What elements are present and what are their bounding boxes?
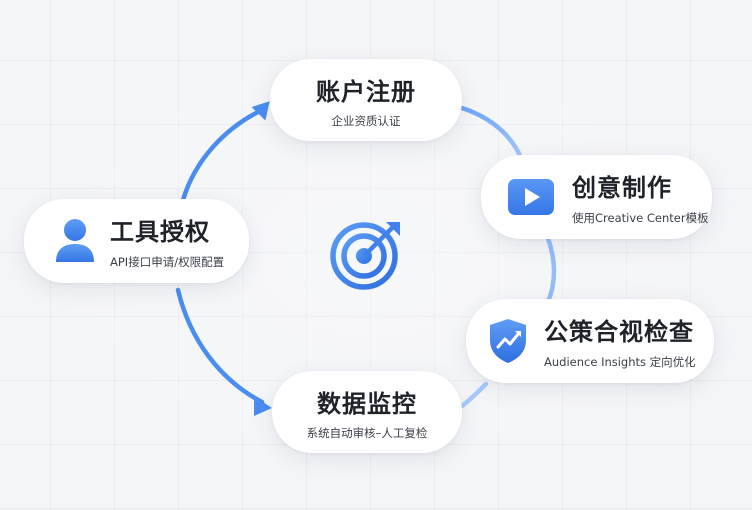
shield-trend-icon xyxy=(490,319,526,363)
play-icon xyxy=(508,179,554,215)
step-monitor-card[interactable]: 数据监控 系统自动审核–人工复检 xyxy=(272,371,462,453)
step-tools-card[interactable]: 工具授权 API接口申请/权限配置 xyxy=(24,199,249,283)
arrow-head-to-monitor xyxy=(254,396,272,416)
step-tools-subtitle: API接口申请/权限配置 xyxy=(110,255,225,269)
flow-arc-upper-right xyxy=(459,105,525,163)
step-creative-title: 创意制作 xyxy=(572,174,672,202)
user-icon xyxy=(56,219,94,262)
step-monitor-subtitle: 系统自动审核–人工复检 xyxy=(306,425,428,440)
flow-arc-upper-left xyxy=(180,107,265,203)
step-tools-title: 工具授权 xyxy=(110,218,210,246)
step-creative-subtitle: 使用Creative Center模板 xyxy=(572,211,709,225)
step-register-title: 账户注册 xyxy=(316,77,416,106)
step-creative-card[interactable]: 创意制作 使用Creative Center模板 xyxy=(481,155,712,239)
step-monitor-title: 数据监控 xyxy=(317,389,417,418)
step-register-subtitle: 企业资质认证 xyxy=(331,113,401,128)
step-compliance-title: 公策合视检查 xyxy=(544,318,694,346)
step-register-card[interactable]: 账户注册 企业资质认证 xyxy=(270,59,462,141)
flow-arc-lower-right xyxy=(459,381,489,409)
step-compliance-card[interactable]: 公策合视检查 Audience Insights 定向优化 xyxy=(466,299,714,383)
arrow-head-to-register xyxy=(251,101,270,121)
flow-arc-right xyxy=(545,235,557,305)
target-icon xyxy=(330,222,400,290)
step-compliance-subtitle: Audience Insights 定向优化 xyxy=(544,355,696,369)
flow-arc-lower-left xyxy=(175,287,265,405)
